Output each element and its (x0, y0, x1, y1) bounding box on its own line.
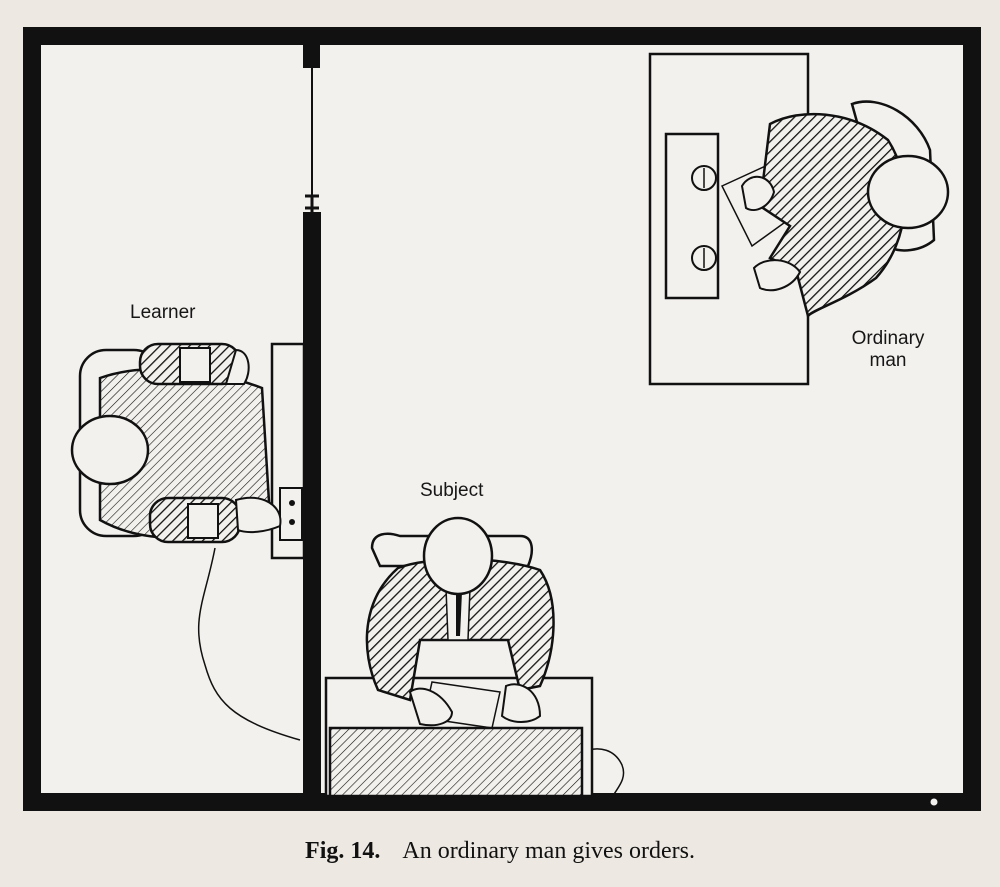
caption-text: An ordinary man gives orders. (402, 838, 695, 864)
ordinary-man-label-line2: man (869, 350, 907, 371)
ordinary-man-label: Ordinary man (838, 328, 938, 372)
figure-caption: Fig. 14. An ordinary man gives orders. (0, 838, 1000, 865)
partition-wall (303, 40, 321, 796)
learner-label: Learner (130, 302, 196, 323)
learner-figure (70, 342, 306, 560)
ordinary-man-figure (648, 52, 950, 386)
corner-mark (930, 798, 938, 806)
subject-label: Subject (420, 480, 484, 501)
outer-wall (23, 27, 981, 811)
figure-number: Fig. 14. (305, 838, 381, 864)
generator-cord (581, 748, 625, 799)
ordinary-man-label-line1: Ordinary (851, 328, 925, 349)
electrode-wire (197, 547, 301, 741)
shock-generator (328, 726, 584, 798)
